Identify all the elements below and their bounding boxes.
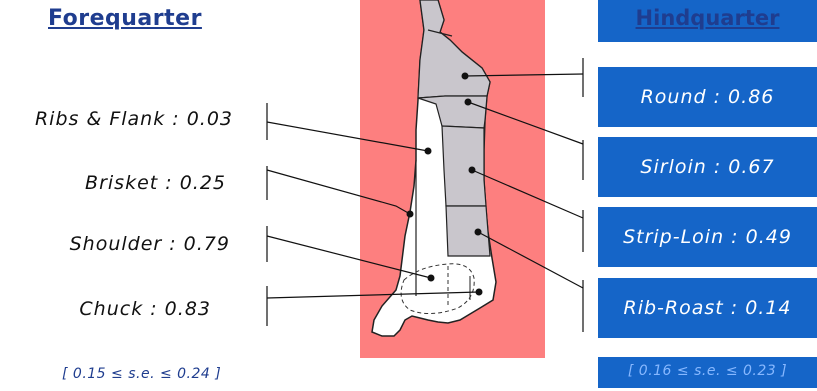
forequarter-title: Forequarter xyxy=(48,6,202,31)
sirloin-box: Sirloin : 0.67 xyxy=(598,137,817,197)
brisket-label: Brisket : 0.25 xyxy=(8,172,226,194)
round-label: Round : 0.86 xyxy=(641,86,775,108)
shoulder-label: Shoulder : 0.79 xyxy=(8,233,230,255)
striploin-box: Strip-Loin : 0.49 xyxy=(598,207,817,267)
striploin-label: Strip-Loin : 0.49 xyxy=(623,226,792,248)
forequarter-se-note: [ 0.15 ≤ s.e. ≤ 0.24 ] xyxy=(62,366,221,382)
hindquarter-se-note: [ 0.16 ≤ s.e. ≤ 0.23 ] xyxy=(598,363,817,379)
ribroast-box: Rib-Roast : 0.14 xyxy=(598,278,817,338)
hindquarter-title: Hindquarter xyxy=(598,6,817,30)
chuck-label: Chuck : 0.83 xyxy=(8,298,211,320)
ribroast-region xyxy=(446,206,490,256)
striploin-region xyxy=(442,126,486,206)
round-box: Round : 0.86 xyxy=(598,67,817,127)
sirloin-label: Sirloin : 0.67 xyxy=(640,156,774,178)
ribs-flank-label: Ribs & Flank : 0.03 xyxy=(8,108,233,130)
ribroast-label: Rib-Roast : 0.14 xyxy=(624,297,792,319)
